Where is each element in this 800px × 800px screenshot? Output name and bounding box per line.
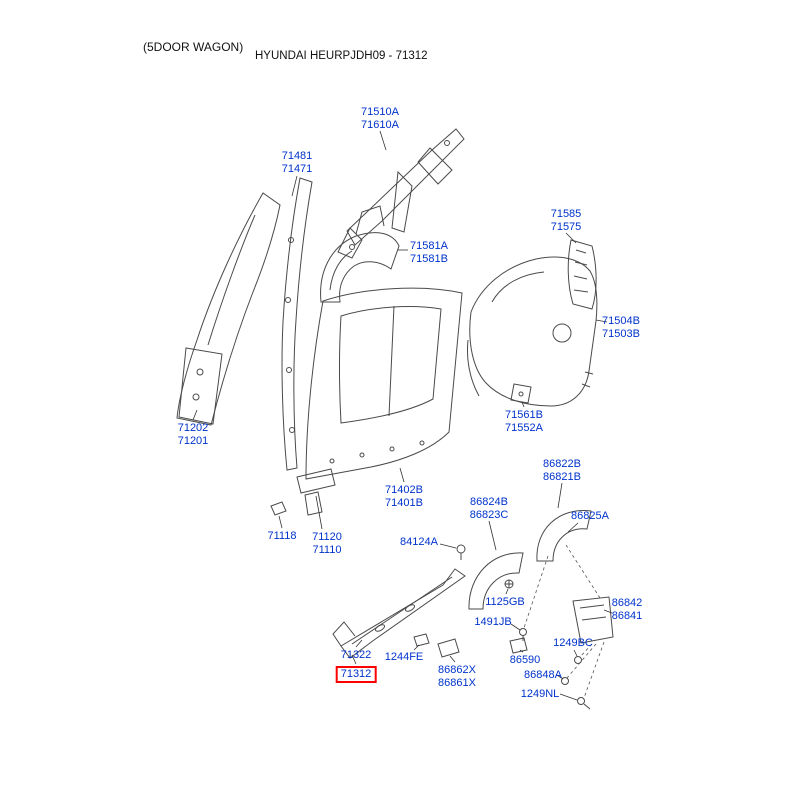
part-label-1491JB[interactable]: 1491JB [474,616,512,628]
part-label-71312[interactable]: 71312 [335,666,377,683]
mud-guard-art [572,596,614,644]
part-label-86825A[interactable]: 86825A [571,510,609,522]
clip-86848a-art [561,677,569,685]
part-label-1244FE[interactable]: 1244FE [384,651,424,663]
part-label-86590[interactable]: 86590 [509,654,541,666]
clip-71118-art [270,501,287,516]
bracket-71561-art [510,383,532,404]
part-label-1249BC[interactable]: 1249BC [553,637,593,649]
fastener-1249nl-art [577,697,591,710]
part-label-71118[interactable]: 71118 [267,530,297,542]
bracket-86862x-art [437,638,460,658]
quarter-inner-panel-art [320,205,400,303]
part-label-1125GB[interactable]: 1125GB [485,596,525,608]
body-side-outer-art [305,287,463,480]
part-label-84124A[interactable]: 84124A [400,536,438,548]
leader-lines [192,130,613,701]
front-pillar-inner-art [176,192,281,426]
sill-assembly-art [332,568,466,659]
fastener-1125gb-art [504,579,514,589]
page-title: HYUNDAI HEURPJDH09 - 71312 [255,50,428,62]
dashed-assembly-lines [523,544,605,699]
clip-1244fe-art [413,633,430,647]
quarter-outer-panel-art [467,256,598,407]
wheel-guard-86825-art [536,510,592,562]
wheel-guard-86824-art [468,552,524,610]
part-label-71322[interactable]: 71322 [340,649,372,661]
part-label-1249NL[interactable]: 1249NL [520,688,560,700]
pillar-reinforcement-art [281,177,313,471]
fastener-84124-art [456,544,466,560]
bracket-86590-art [509,637,528,654]
fastener-1249bc-art [574,656,582,664]
variant-label: (5DOOR WAGON) [143,40,244,54]
part-label-86848A[interactable]: 86848A [524,669,562,681]
roof-side-rail-art [337,128,465,259]
sill-bracket-71120-art [296,468,336,516]
